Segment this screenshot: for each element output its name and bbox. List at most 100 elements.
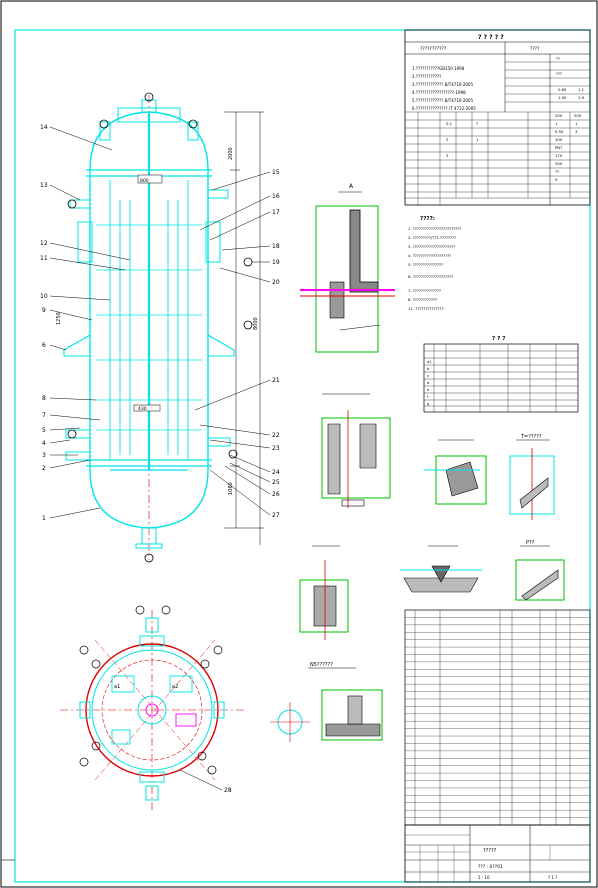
tech-table-title: ? ? ? ? ? [478, 34, 504, 41]
sheet-number: ? 1 ? [548, 875, 557, 880]
dim-label-1: 2000 [228, 147, 234, 160]
vessel-elevation-view: 2000 8000 1080 800 430 1250 [56, 92, 264, 563]
design-value-22: 1 [476, 137, 479, 142]
drawing-scale: 1 : 10 [478, 875, 490, 880]
part-number-13: 13 [40, 182, 48, 189]
detail-a-title: A [349, 183, 354, 190]
part-numbers: 1 2 3 4 5 7 8 6 9 10 11 12 13 14 15 16 1… [40, 124, 280, 794]
design-value-20: ? [476, 121, 478, 126]
part-number-14: 14 [40, 124, 48, 131]
standard-1: 1.???????????GB150-1998 [412, 66, 465, 71]
note-line-8: 8. ???????????? [408, 297, 437, 302]
part-number-28: 28 [224, 787, 232, 794]
part-number-21: 21 [272, 377, 280, 384]
detail-flange-view [321, 393, 391, 508]
standard-4: 4.??????????????????-1998 [412, 90, 466, 95]
part-number-15: 15 [272, 169, 280, 176]
parts-list [404, 609, 591, 826]
nozzle-row-f: f [427, 395, 429, 399]
design-value-4: 1.1 [578, 87, 585, 92]
part-number-1: 1 [42, 515, 46, 522]
project-name: ????? [483, 848, 497, 854]
design-value-9: 1 [555, 121, 558, 126]
nozzle-row-d: d [427, 381, 429, 385]
part-number-27: 27 [272, 512, 280, 519]
part-number-12: 12 [40, 240, 48, 247]
design-value-3: 0.85 [558, 87, 567, 92]
design-value-23: 3 [446, 153, 449, 158]
note-line-5: 5. ??????????????? [408, 262, 443, 267]
nozzle-row-a: a1 [427, 360, 432, 364]
part-number-5: 5 [42, 427, 46, 434]
design-value-1: ?? [556, 56, 560, 61]
nozzle-row-c: c [427, 374, 429, 378]
part-number-2: 2 [42, 465, 46, 472]
detail-weld-view-1 [424, 439, 487, 505]
design-value-13: 100 [555, 137, 563, 142]
part-number-26: 26 [272, 491, 280, 498]
part-number-17: 17 [272, 209, 280, 216]
design-value-5: 1.00 [558, 95, 567, 100]
design-value-16: 300 [555, 161, 563, 166]
note-line-2: 2. ?????????/T??-???????? [408, 235, 456, 240]
part-number-11: 11 [40, 255, 48, 262]
detail-n5-title: N5?????? [310, 662, 333, 668]
technical-notes: ????: 1. ???????????????????????? 2. ???… [408, 216, 461, 311]
design-value-7: 200 [555, 113, 563, 118]
design-value-10: 1 [575, 121, 578, 126]
note-line-7: 7. ?????????????? [408, 288, 441, 293]
detail-n5-view: N5?????? [270, 662, 383, 742]
detail-weld-view-2 [400, 545, 482, 593]
detail-p-view: P?? [515, 540, 565, 601]
dim-label-4: 430 [138, 406, 147, 412]
standard-6: 6.??????????????? /T 4712-2005 [412, 106, 476, 111]
nozzle-row-b: b [427, 367, 430, 371]
note-line-4: 4. ??????????????????? [408, 253, 451, 258]
detail-bolt-view [299, 545, 349, 640]
note-line-3: 3. ????????????????????? [408, 244, 455, 249]
nozzle-code-a2: a2 [172, 684, 178, 690]
part-number-16: 16 [272, 193, 280, 200]
design-value-14: PN? [555, 145, 562, 150]
design-value-8: 200 [574, 113, 582, 118]
drawing-number: ??? : 0??01 [478, 864, 503, 870]
inner-frame [14, 29, 591, 883]
nozzle-table-title: ? ? ? [492, 336, 505, 342]
part-number-22: 22 [272, 432, 280, 439]
design-value-15: 170 [555, 153, 563, 158]
detail-p-title: P?? [526, 540, 535, 546]
tech-header-left: ??????????? [420, 46, 447, 52]
design-value-19: 0.1 [446, 121, 453, 126]
part-number-6: 6 [42, 342, 46, 349]
technical-data-table: ? ? ? ? ? ??????????? ???? 1.???????????… [404, 29, 591, 206]
title-block: ????? ??? : 0??01 1 : 10 ? 1 ? [404, 824, 591, 883]
standard-3: 3.?????????????.B/T4710-2005 [412, 82, 473, 87]
dim-label-5: 1250 [56, 312, 62, 325]
dim-label-3: 800 [140, 178, 149, 184]
design-value-17: ?? [555, 169, 559, 174]
note-line-6: 6. ???????????????????? [408, 274, 453, 279]
part-number-8: 8 [42, 395, 46, 402]
detail-a-view: A [300, 183, 395, 353]
nozzle-code-a1: a1 [114, 684, 120, 690]
vessel-plan-view: a1 a2 [60, 605, 245, 810]
part-number-25: 25 [272, 479, 280, 486]
nozzle-table: ? ? ? a1 b c d e f g [423, 336, 579, 413]
detail-t-title: T=????? [520, 434, 542, 440]
part-number-4: 4 [42, 440, 46, 447]
part-number-9: 9 [42, 307, 46, 314]
design-value-12: 3 [575, 129, 578, 134]
detail-t-view: T=????? [509, 434, 555, 520]
part-leaders [49, 126, 271, 791]
part-number-18: 18 [272, 243, 280, 250]
part-number-3: 3 [42, 452, 46, 459]
notes-title: ????: [420, 216, 435, 222]
design-value-18: 9 [555, 177, 558, 182]
part-number-10: 10 [40, 293, 48, 300]
part-number-19: 19 [272, 259, 280, 266]
part-number-23: 23 [272, 445, 280, 452]
design-value-2: ??? [556, 71, 562, 76]
nozzle-row-g: g [427, 402, 429, 406]
nozzle-row-e: e [427, 388, 430, 392]
